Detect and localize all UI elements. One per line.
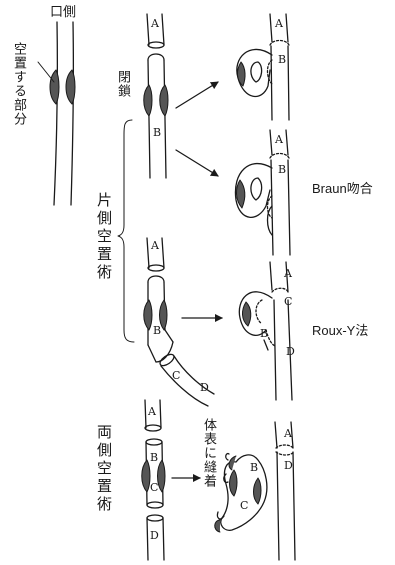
label-braun-anastomosis: Braun吻合 (312, 182, 373, 195)
segment-b-stoma: B (250, 462, 258, 473)
arrow-to-simple-closure (176, 82, 218, 108)
segment-a-braun: A (275, 134, 283, 145)
segment-b-top-middle: B (153, 127, 161, 138)
segment-b-bilateral: B (150, 452, 158, 463)
segment-d-bilateral: D (150, 530, 159, 541)
segment-d-roux-middle: D (200, 382, 209, 393)
label-unilateral-exclusion: 片側空置術 (96, 192, 111, 282)
original-intestine (38, 22, 75, 205)
segment-a-bilateral-right: A (284, 428, 292, 439)
middle-top-segments (144, 14, 168, 178)
segment-b-roux-right: B (260, 328, 268, 339)
label-oral-side: 口側 (50, 6, 76, 19)
segment-d-bilateral-right: D (284, 460, 293, 471)
label-roux-y: Roux-Y法 (312, 324, 368, 337)
segment-d-roux-right: D (286, 346, 295, 357)
segment-a-roux-right: A (284, 268, 292, 279)
segment-a-right-top: A (275, 18, 283, 29)
segment-b-braun: B (278, 164, 286, 175)
label-bilateral-exclusion: 両側空置術 (96, 424, 111, 514)
segment-b-right-top: B (278, 54, 286, 65)
label-closure: 閉鎖 (116, 70, 129, 98)
segment-c-stoma: C (240, 500, 248, 511)
segment-b-roux-middle: B (153, 325, 161, 336)
unilateral-brace (118, 120, 134, 342)
stoma-figure (215, 422, 295, 560)
segment-a-top-middle: A (151, 18, 159, 29)
label-sutured-to-body-surface: 体表に縫着 (202, 418, 215, 488)
braun-anastomosis-figure (235, 130, 290, 255)
segment-c-bilateral: C (150, 482, 158, 493)
segment-c-roux-right: C (284, 296, 292, 307)
segment-a-roux-middle: A (151, 240, 159, 251)
arrow-to-braun (176, 150, 218, 176)
segment-a-bilateral: A (148, 406, 156, 417)
label-area-to-exclude: 空置する部分 (12, 42, 25, 126)
segment-c-roux-middle: C (172, 370, 180, 381)
